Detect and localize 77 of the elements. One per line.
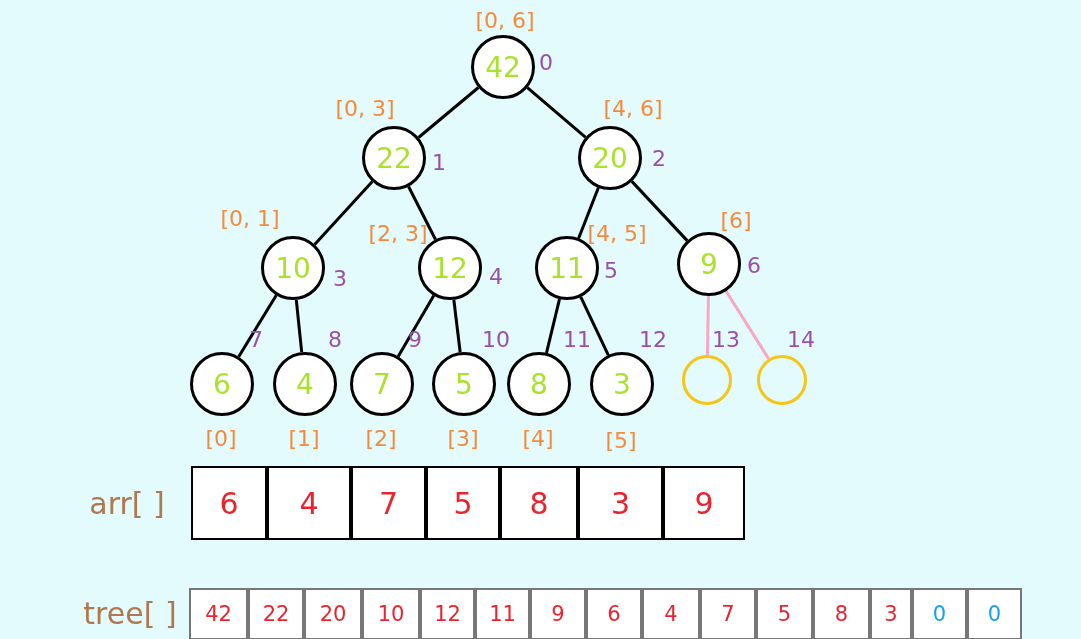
range-label: [0, 6]: [475, 7, 535, 33]
array-cell: 3: [870, 588, 912, 639]
tree-node-circle: 4: [273, 352, 337, 416]
range-label: [0, 3]: [335, 95, 395, 121]
range-label: [3]: [447, 425, 479, 451]
array-cell: 42: [189, 588, 248, 639]
empty-circle: [757, 355, 807, 405]
index-label: 14: [787, 326, 815, 352]
array-cell: 0: [967, 588, 1022, 639]
array-cell: 10: [362, 588, 420, 639]
tree-node-circle: 3: [590, 352, 654, 416]
range-label: [6]: [720, 207, 752, 233]
tree-edge: [545, 298, 561, 354]
array-name: arr[ ]: [89, 485, 165, 521]
array-cell: 6: [191, 466, 267, 540]
tree-edge: [724, 290, 770, 360]
index-label: 12: [639, 326, 667, 352]
index-label: 3: [333, 265, 347, 291]
array-cell: 3: [578, 466, 663, 540]
index-label: 0: [539, 49, 553, 75]
tree-edge: [452, 299, 462, 353]
index-label: 8: [328, 326, 342, 352]
array-cell: 5: [756, 588, 813, 639]
index-label: 2: [652, 145, 666, 171]
array-cell: 5: [426, 466, 500, 540]
array-cell: 8: [500, 466, 578, 540]
range-label: [1]: [288, 425, 320, 451]
array-cell: 0: [912, 588, 967, 639]
tree-edge: [417, 86, 480, 139]
tree-edge: [407, 185, 437, 241]
tree-node-circle: 42: [471, 35, 535, 99]
array-cell: 9: [663, 466, 745, 540]
tree-edge: [294, 299, 304, 353]
array-cell: 7: [351, 466, 426, 540]
tree-node-circle: 10: [261, 236, 325, 300]
tree-node-circle: 5: [432, 352, 496, 416]
array-cell: 11: [475, 588, 530, 639]
tree-node-circle: 22: [362, 126, 426, 190]
tree-edge: [630, 180, 689, 242]
index-label: 10: [482, 326, 510, 352]
tree-edge: [579, 296, 610, 356]
tree-edge: [396, 294, 436, 358]
array-cell: 8: [813, 588, 870, 639]
index-label: 1: [432, 149, 446, 175]
index-label: 6: [747, 252, 761, 278]
tree-node-circle: 6: [190, 352, 254, 416]
array-name: tree[ ]: [83, 595, 177, 631]
index-label: 4: [489, 263, 503, 289]
range-label: [5]: [605, 427, 637, 453]
range-label: [0, 1]: [220, 205, 280, 231]
array-cell: 4: [642, 588, 700, 639]
tree-node-circle: 8: [507, 352, 571, 416]
array-cell: 4: [267, 466, 351, 540]
array-cell: 9: [530, 588, 586, 639]
tree-edge: [526, 86, 587, 139]
range-label: [4, 6]: [603, 95, 663, 121]
array-cell: 7: [700, 588, 756, 639]
array-cell: 22: [248, 588, 304, 639]
tree-edge: [313, 180, 374, 246]
tree-edge: [237, 294, 278, 358]
index-label: 13: [712, 326, 740, 352]
index-label: 9: [408, 326, 422, 352]
array-cell: 6: [586, 588, 642, 639]
tree-node-circle: 20: [578, 126, 642, 190]
array-cell: 20: [304, 588, 362, 639]
empty-circle: [682, 355, 732, 405]
range-label: [0]: [205, 425, 237, 451]
tree-edge: [577, 187, 600, 239]
index-label: 7: [249, 326, 263, 352]
range-label: [2]: [365, 425, 397, 451]
range-label: [4]: [522, 425, 554, 451]
index-label: 11: [563, 326, 591, 352]
tree-node-circle: 9: [677, 232, 741, 296]
tree-edge: [705, 295, 710, 356]
tree-node-circle: 7: [350, 352, 414, 416]
index-label: 5: [604, 257, 618, 283]
array-cell: 12: [420, 588, 475, 639]
